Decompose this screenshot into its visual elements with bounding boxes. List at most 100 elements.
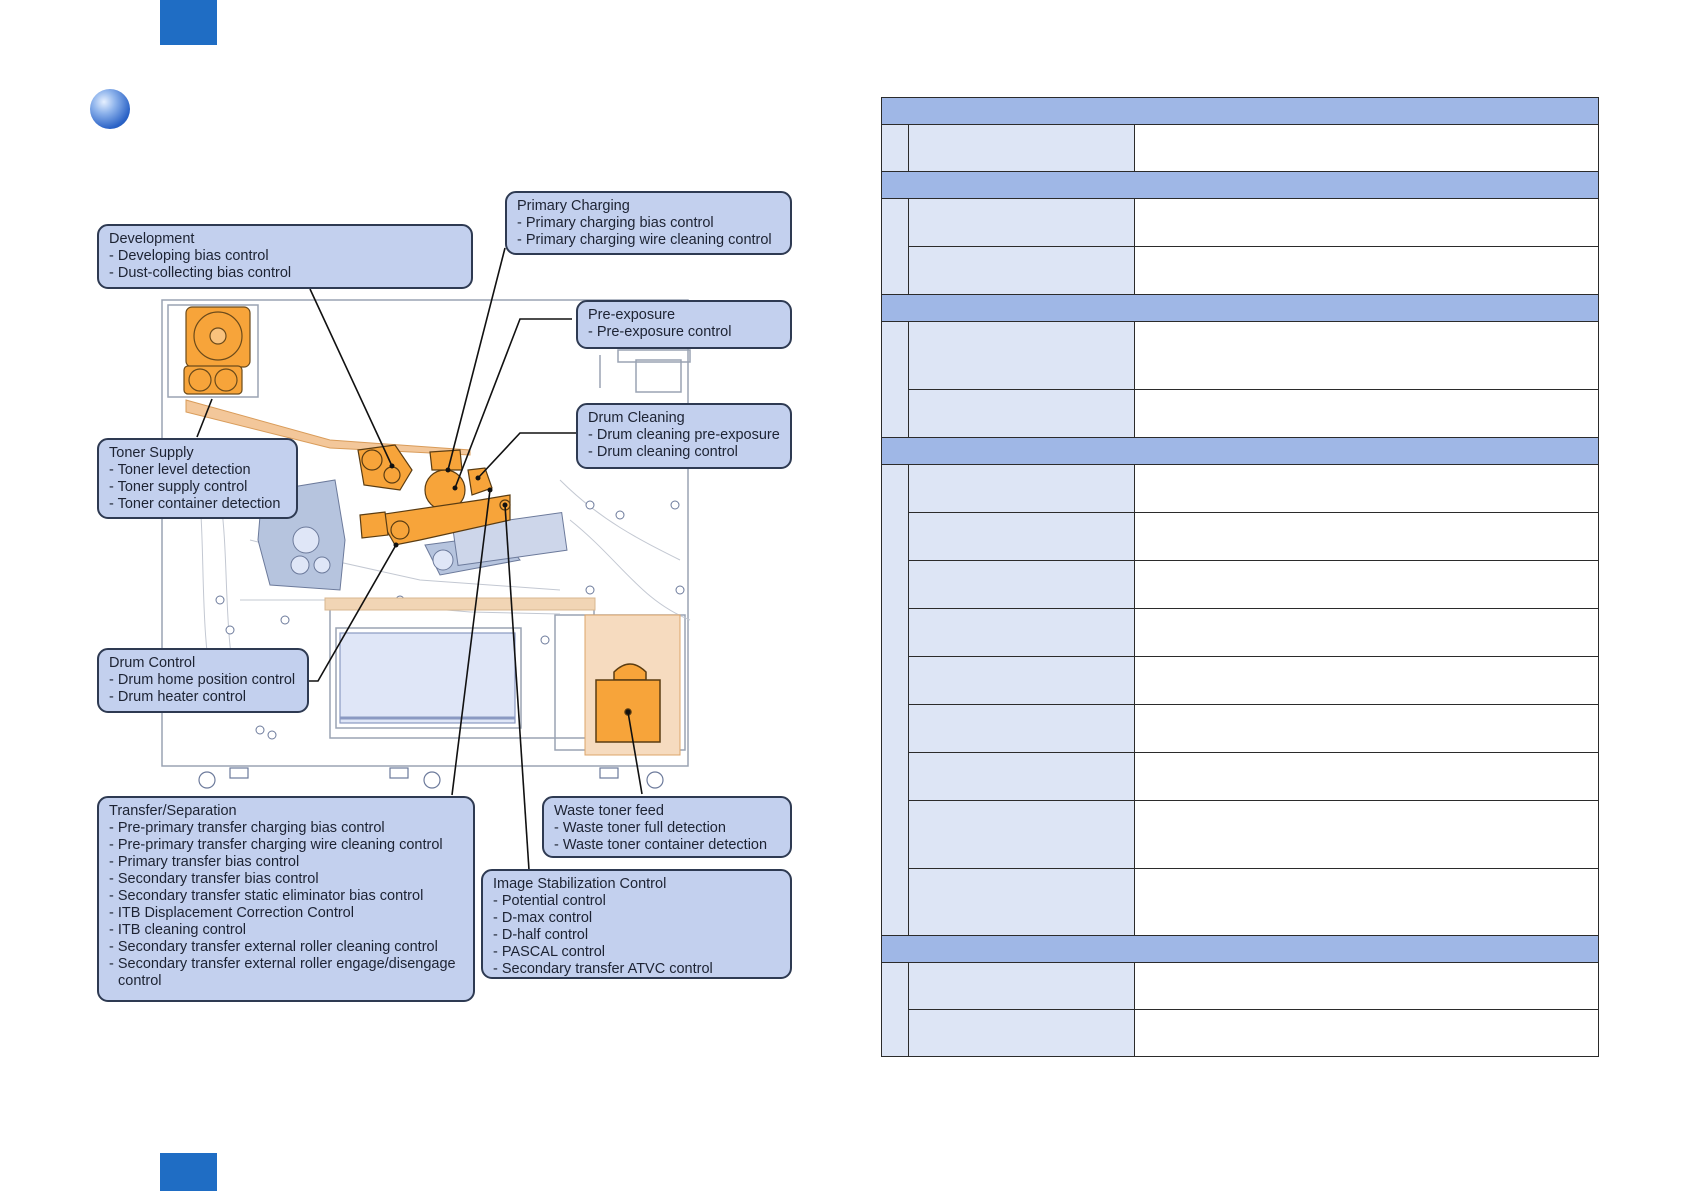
table-header-cell: [881, 437, 1599, 465]
callout-primary-charging-title: Primary Charging: [517, 198, 630, 214]
callout-toner-supply-item: - Toner level detection: [109, 462, 251, 478]
callout-primary-charging-item: - Primary charging bias control: [517, 215, 714, 231]
table-section-header: [881, 935, 1599, 963]
table-cell: [881, 464, 909, 936]
table-row: [882, 1009, 1599, 1057]
table-row: [882, 656, 1599, 705]
callout-transfer-item: - Pre-primary transfer charging wire cle…: [109, 837, 443, 853]
table-row: [882, 512, 1599, 561]
table-header-cell: [881, 294, 1599, 322]
table-cell: [1134, 198, 1599, 247]
leader-endpoints: [389, 463, 631, 715]
callout-drum-cleaning-item: - Drum cleaning control: [588, 444, 738, 460]
table-header-cell: [881, 171, 1599, 199]
table-row: [881, 962, 1599, 1057]
callout-drum-cleaning-item: - Drum cleaning pre-exposure: [588, 427, 780, 443]
callout-development-item: - Developing bias control: [109, 248, 269, 264]
table-cell: [881, 321, 909, 438]
control-summary-table: [881, 97, 1599, 1057]
toner-feed-pipe: [185, 399, 471, 456]
table-cell: [881, 198, 909, 295]
table-cell: [908, 198, 1135, 247]
callout-development-item: - Dust-collecting bias control: [109, 265, 292, 281]
table-cell: [908, 464, 1135, 513]
callout-pre-exposure-title: Pre-exposure: [588, 307, 676, 323]
table-cell: [908, 124, 1135, 172]
bottom-page-tab: [160, 1153, 217, 1191]
callout-waste-toner-item: - Waste toner full detection: [554, 820, 726, 836]
table-cell: [1134, 389, 1599, 438]
toner-container: [183, 306, 251, 395]
table-row: [882, 608, 1599, 657]
table-cell: [908, 608, 1135, 657]
table-cell: [908, 512, 1135, 561]
callout-transfer-separation: Transfer/Separation - Pre-primary transf…: [97, 796, 475, 1002]
table-row: [882, 389, 1599, 438]
section-bullet-icon: [90, 89, 130, 129]
table-cell: [881, 124, 909, 172]
callout-transfer-item: - Secondary transfer static eliminator b…: [109, 888, 424, 904]
callout-waste-toner-item: - Waste toner container detection: [554, 837, 768, 853]
table-cell: [1134, 752, 1599, 801]
callout-transfer-item: - ITB Displacement Correction Control: [109, 905, 354, 921]
table-cell: [1134, 560, 1599, 609]
callout-image-stabilization-item: - D-max control: [493, 910, 593, 926]
callout-drum-control-title: Drum Control: [109, 655, 196, 671]
table-section-header: [881, 171, 1599, 199]
callout-transfer-item: - Primary transfer bias control: [109, 854, 300, 870]
top-page-tab: [160, 0, 217, 45]
table-cell: [908, 321, 1135, 390]
table-cell: [1134, 246, 1599, 295]
table-cell: [908, 704, 1135, 753]
callout-image-stabilization-title: Image Stabilization Control: [493, 876, 667, 892]
table-section-header: [881, 97, 1599, 125]
table-header-cell: [881, 935, 1599, 963]
registration-guide: [324, 597, 596, 611]
table-cell: [908, 1009, 1135, 1057]
machine-cross-section-diagram: [161, 247, 691, 871]
table-cell: [1134, 608, 1599, 657]
callout-waste-toner-title: Waste toner feed: [554, 803, 664, 819]
table-cell: [881, 962, 909, 1057]
table-row: [882, 800, 1599, 869]
table-section-header: [881, 294, 1599, 322]
table-cell: [1134, 800, 1599, 869]
table-cell: [908, 868, 1135, 936]
table-row: [882, 560, 1599, 609]
table-cell: [1134, 868, 1599, 936]
table-row: [881, 464, 1599, 936]
callout-primary-charging: Primary Charging - Primary charging bias…: [505, 191, 792, 255]
callout-transfer-item: - Secondary transfer external roller cle…: [109, 939, 438, 955]
callout-image-stabilization: Image Stabilization Control - Potential …: [481, 869, 792, 979]
table-cell: [908, 656, 1135, 705]
table-row: [881, 198, 1599, 295]
table-cell: [1134, 464, 1599, 513]
table-cell: [908, 389, 1135, 438]
callout-toner-supply-title: Toner Supply: [109, 445, 194, 461]
table-cell: [908, 962, 1135, 1010]
leader-lines: [196, 247, 643, 871]
callout-transfer-title: Transfer/Separation: [109, 803, 237, 819]
callout-development-title: Development: [109, 231, 195, 247]
callout-development: Development - Developing bias control - …: [97, 224, 473, 289]
table-cell: [908, 560, 1135, 609]
callout-drum-cleaning: Drum Cleaning - Drum cleaning pre-exposu…: [576, 403, 792, 469]
callout-image-stabilization-item: - Secondary transfer ATVC control: [493, 961, 713, 977]
table-cell: [1134, 704, 1599, 753]
callout-primary-charging-item: - Primary charging wire cleaning control: [517, 232, 772, 248]
table-cell: [908, 800, 1135, 869]
callout-transfer-item: - ITB cleaning control: [109, 922, 247, 938]
table-cell: [1134, 512, 1599, 561]
callout-pre-exposure: Pre-exposure - Pre-exposure control: [576, 300, 792, 349]
callout-drum-control-item: - Drum home position control: [109, 672, 296, 688]
callout-drum-control-item: - Drum heater control: [109, 689, 246, 705]
table-section-header: [881, 437, 1599, 465]
feet: [198, 767, 664, 789]
callout-transfer-item: - Secondary transfer external roller eng…: [109, 956, 456, 989]
callout-pre-exposure-item: - Pre-exposure control: [588, 324, 732, 340]
table-header-cell: [881, 97, 1599, 125]
callout-transfer-item: - Pre-primary transfer charging bias con…: [109, 820, 385, 836]
callout-image-stabilization-item: - D-half control: [493, 927, 589, 943]
table-row: [882, 868, 1599, 936]
table-cell: [908, 246, 1135, 295]
